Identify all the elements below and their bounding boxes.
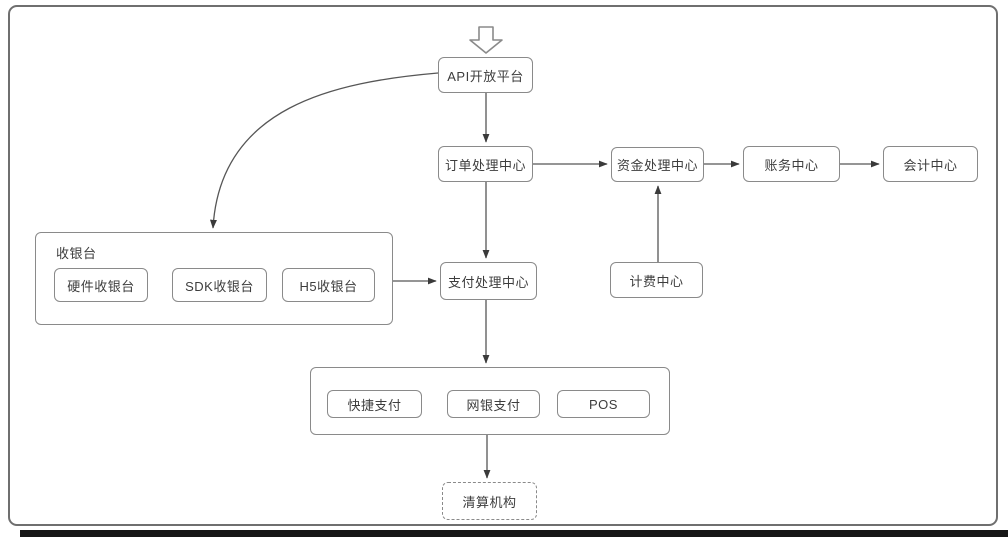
node-accounting-center: 会计中心 bbox=[883, 146, 978, 182]
pos-label: POS bbox=[589, 396, 618, 412]
api-open-platform-label: API开放平台 bbox=[447, 68, 524, 84]
billing-center-label: 计费中心 bbox=[629, 273, 684, 289]
cashier-group-label: 收银台 bbox=[56, 246, 97, 261]
node-api-open-platform: API开放平台 bbox=[438, 57, 533, 93]
accounting-center-label: 会计中心 bbox=[903, 157, 958, 173]
node-payment-processing-center: 支付处理中心 bbox=[440, 262, 537, 300]
node-order-processing-center: 订单处理中心 bbox=[438, 146, 533, 182]
order-processing-center-label: 订单处理中心 bbox=[444, 157, 526, 173]
payment-processing-center-label: 支付处理中心 bbox=[447, 274, 529, 290]
node-h5-cashier: H5收银台 bbox=[282, 268, 375, 302]
h5-cashier-label: H5收银台 bbox=[299, 278, 358, 294]
node-pos: POS bbox=[557, 390, 650, 418]
frame-bottom-shadow bbox=[20, 530, 1008, 537]
sdk-cashier-label: SDK收银台 bbox=[185, 278, 254, 294]
node-quick-pay: 快捷支付 bbox=[327, 390, 422, 418]
node-payment-methods-group bbox=[310, 367, 670, 435]
fund-processing-center-label: 资金处理中心 bbox=[616, 158, 698, 173]
online-banking-pay-label: 网银支付 bbox=[466, 397, 521, 413]
node-billing-center: 计费中心 bbox=[610, 262, 703, 298]
clearing-institution-label: 清算机构 bbox=[462, 494, 517, 510]
node-ledger-center: 账务中心 bbox=[743, 146, 840, 182]
node-fund-processing-center: 资金处理中心 bbox=[611, 147, 704, 182]
hardware-cashier-label: 硬件收银台 bbox=[67, 278, 135, 294]
quick-pay-label: 快捷支付 bbox=[347, 397, 402, 413]
node-cashier-group: 收银台 bbox=[35, 232, 393, 325]
node-hardware-cashier: 硬件收银台 bbox=[54, 268, 148, 302]
node-online-banking-pay: 网银支付 bbox=[447, 390, 540, 418]
node-sdk-cashier: SDK收银台 bbox=[172, 268, 267, 302]
node-clearing-institution: 清算机构 bbox=[442, 482, 537, 520]
ledger-center-label: 账务中心 bbox=[764, 157, 819, 173]
